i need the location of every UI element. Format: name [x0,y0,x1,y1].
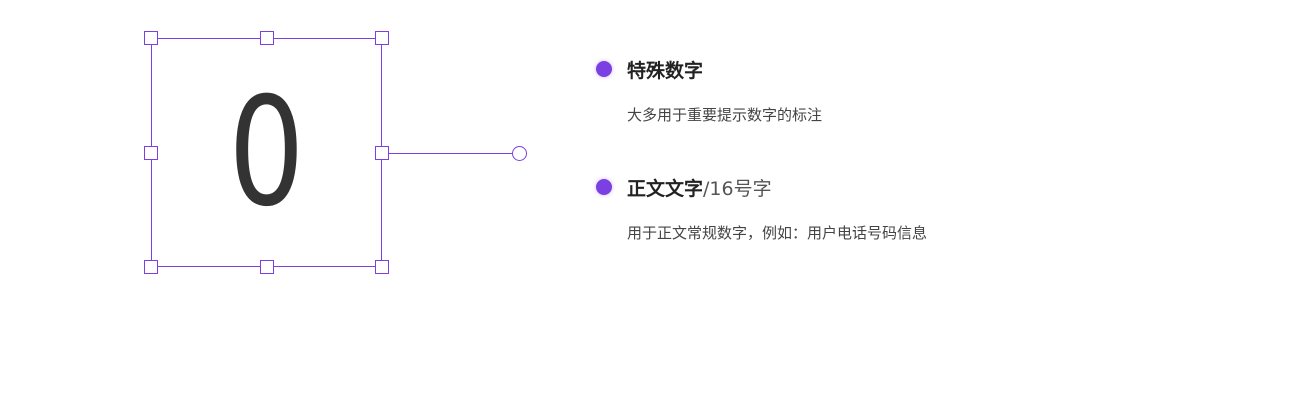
note-title-suffix: /16号字 [703,177,772,200]
note-title: 正文文字 [627,177,704,200]
sample-digit: 0 [228,65,305,240]
annotation-anchor-circle [512,146,527,161]
bullet-dot [596,179,612,195]
note-title: 特殊数字 [627,59,704,82]
resize-handle-middle-right[interactable] [375,146,389,160]
resize-handle-top-right[interactable] [375,31,389,45]
bullet-dot [596,61,612,77]
note-body-text: 正文文字 /16号字 用于正文常规数字，例如：用户电话号码信息 [596,175,927,243]
note-description: 大多用于重要提示数字的标注 [627,106,823,124]
note-header: 正文文字 /16号字 [596,175,927,200]
note-special-digits: 特殊数字 大多用于重要提示数字的标注 [596,57,822,125]
resize-handle-bottom-right[interactable] [375,260,389,274]
note-header: 特殊数字 [596,57,822,82]
resize-handle-top-center[interactable] [260,31,274,45]
annotation-connector [389,153,512,154]
resize-handle-top-left[interactable] [144,31,158,45]
resize-handle-bottom-center[interactable] [260,260,274,274]
resize-handle-bottom-left[interactable] [144,260,158,274]
resize-handle-middle-left[interactable] [144,146,158,160]
note-description: 用于正文常规数字，例如：用户电话号码信息 [627,224,928,242]
